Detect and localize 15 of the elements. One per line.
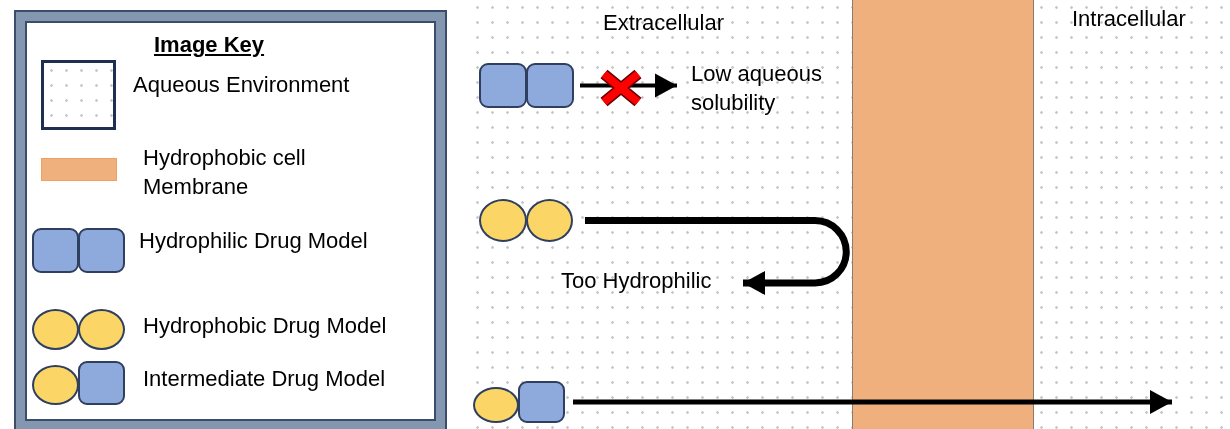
rounded-square-pair <box>479 63 574 108</box>
legend-text: Hydrophobic cell Membrane <box>143 144 307 201</box>
region-label: Extracellular <box>603 9 725 37</box>
arrow <box>580 73 677 98</box>
ellipse-square-pair <box>473 381 565 423</box>
legend-text: Hydrophobic Drug Model <box>143 312 387 340</box>
region-label: Intracellular <box>1072 5 1186 33</box>
ellipse-pair <box>479 199 573 242</box>
arrow <box>573 390 1172 414</box>
legend-heading: Image Key <box>154 31 265 59</box>
annotation-text: Low aqueous solubility <box>691 59 856 117</box>
legend-text: Aqueous Environment <box>133 71 350 99</box>
legend-text: Intermediate Drug Model <box>143 365 386 393</box>
legend-text: Hydrophilic Drug Model <box>139 227 368 255</box>
annotation-text: Too Hydrophilic <box>561 266 741 295</box>
